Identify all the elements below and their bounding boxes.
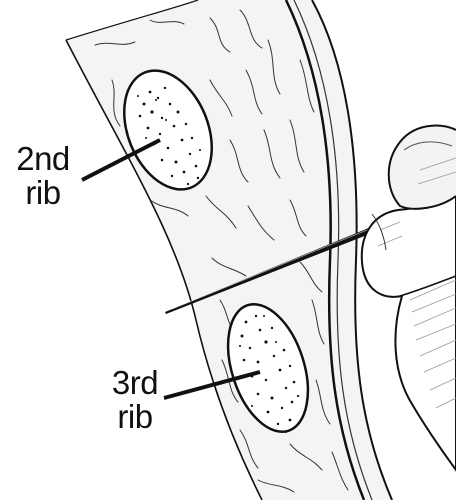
label-3rd-rib-line2: rib xyxy=(117,398,153,435)
leader-line-3rd xyxy=(163,370,261,400)
label-2nd-rib-line1: 2nd xyxy=(16,140,70,177)
label-3rd-rib-line1: 3rd xyxy=(111,364,159,401)
label-2nd-rib: 2nd rib xyxy=(8,142,78,210)
rib-2nd xyxy=(122,69,214,191)
label-2nd-rib-line2: rib xyxy=(25,174,61,211)
label-3rd-rib: 3rd rib xyxy=(100,366,170,434)
leader-line-2nd xyxy=(81,138,161,182)
hand xyxy=(360,124,456,472)
